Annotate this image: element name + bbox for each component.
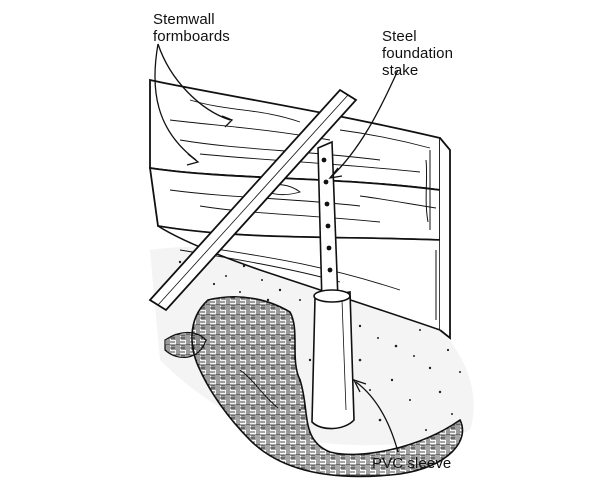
stemwall-label-line2: formboards xyxy=(153,28,230,45)
stake-leader xyxy=(329,69,399,179)
stake-label-line1: Steel xyxy=(382,28,417,45)
stemwall-label-line1: Stemwall xyxy=(153,11,215,28)
stemwall-formboards xyxy=(148,78,451,340)
stake-label-line3: stake xyxy=(382,62,419,79)
stemwall-leader-bottom xyxy=(154,43,197,161)
stake-label-line2: foundation xyxy=(382,45,454,62)
sleeve-leader xyxy=(355,381,399,453)
pvc-sleeve-label: PVC sleeve xyxy=(372,455,451,472)
steel-stake-label: Steel foundation stake xyxy=(382,28,453,79)
steel-foundation-stake xyxy=(317,140,339,306)
stemwall-formboards-label: Stemwall formboards xyxy=(153,11,230,45)
stemwall-leader-top xyxy=(157,43,231,121)
pvc-sleeve xyxy=(311,289,355,430)
excavation-hole xyxy=(164,295,464,478)
callout-leaders xyxy=(154,43,399,453)
sleeve-label-text: PVC sleeve xyxy=(372,455,452,472)
diagonal-brace xyxy=(148,88,358,312)
